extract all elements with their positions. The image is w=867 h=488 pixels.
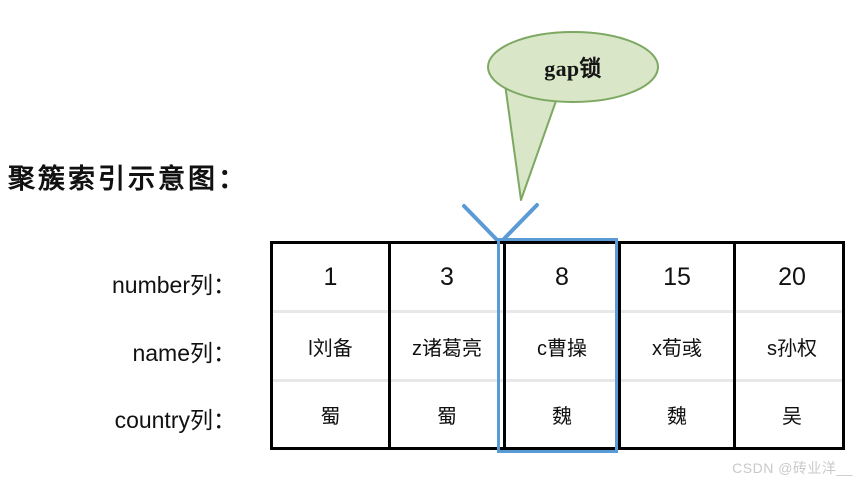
cell-country: 吴 [782,406,802,428]
table-column: 20 s孙权 吴 [733,244,848,447]
cell-number: 15 [663,262,691,291]
clustered-index-table: 1 l刘备 蜀 3 z诸葛亮 蜀 8 c曹操 魏 15 x荀彧 魏 20 s孙权… [270,241,845,450]
cell-name: s孙权 [767,337,817,360]
diagram-title: 聚簇索引示意图： [8,164,248,194]
cell-country: 魏 [667,406,687,428]
gap-lock-label: gap锁 [544,56,602,81]
row-separator [273,379,842,382]
cell-number: 1 [323,262,338,291]
cell-number: 20 [778,262,806,291]
table-column: 1 l刘备 蜀 [273,244,388,447]
cell-number: 8 [555,262,569,291]
table-column: 3 z诸葛亮 蜀 [388,244,503,447]
cell-name: x荀彧 [652,337,702,360]
row-separator [273,310,842,313]
row-label-number: number列： [112,272,236,298]
table-column-highlighted: 8 c曹操 魏 [503,244,618,447]
row-label-name: name列： [132,340,236,366]
cell-number: 3 [440,262,454,291]
cell-country: 魏 [552,406,572,428]
cell-name: c曹操 [537,337,587,360]
row-label-country: country列： [114,407,236,433]
gap-pointer-arrow [462,203,539,245]
table-column: 15 x荀彧 魏 [618,244,733,447]
cell-name: l刘备 [308,337,353,360]
watermark: CSDN @砖业洋__ [732,460,853,476]
cell-country: 蜀 [320,406,341,428]
cell-name: z诸葛亮 [412,337,482,360]
cell-country: 蜀 [437,406,457,428]
